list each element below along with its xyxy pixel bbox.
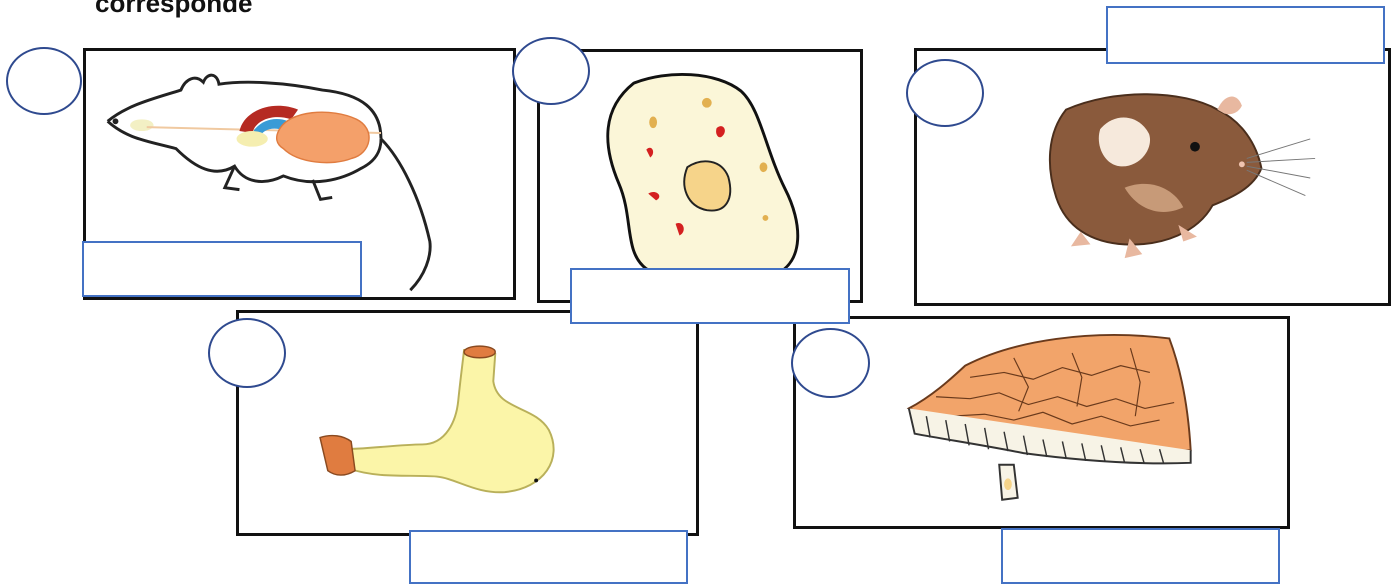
image-frame-stomach — [236, 310, 699, 536]
stomach-illustration — [239, 313, 696, 533]
tissue-illustration — [796, 319, 1287, 526]
answer-box-mouse[interactable] — [1106, 6, 1385, 64]
worksheet-heading: correspondé — [95, 0, 253, 19]
number-circle-stomach[interactable] — [208, 318, 286, 388]
answer-box-organism[interactable] — [82, 241, 362, 297]
number-circle-organism[interactable] — [6, 47, 82, 115]
cell-illustration — [540, 52, 860, 300]
number-circle-cell[interactable] — [512, 37, 590, 105]
mouse-illustration — [917, 51, 1388, 303]
image-frame-cell — [537, 49, 863, 303]
answer-box-tissue[interactable] — [1001, 528, 1280, 584]
number-circle-mouse[interactable] — [906, 59, 984, 127]
number-circle-tissue[interactable] — [791, 328, 870, 398]
image-frame-tissue — [793, 316, 1290, 529]
answer-box-stomach[interactable] — [409, 530, 688, 584]
image-frame-mouse — [914, 48, 1391, 306]
answer-box-cell[interactable] — [570, 268, 850, 324]
